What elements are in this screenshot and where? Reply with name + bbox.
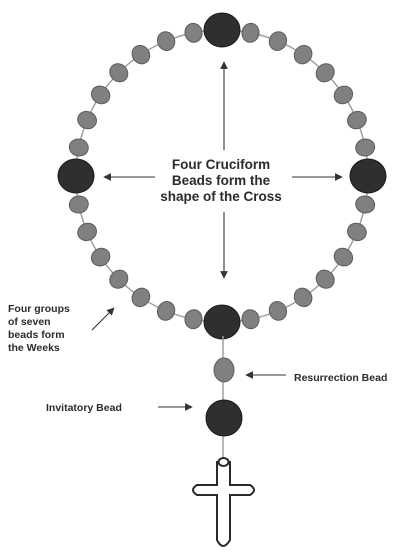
cruciform-caption-line1: Four Cruciform: [172, 157, 270, 172]
week-bead: [354, 137, 376, 157]
week-bead: [88, 245, 113, 270]
invitatory-label: Invitatory Bead: [46, 402, 122, 414]
week-bead: [291, 42, 316, 67]
resurrection-label: Resurrection Bead: [294, 372, 387, 384]
weeks-caption-line3: beads form: [8, 329, 65, 341]
week-bead: [155, 299, 178, 323]
week-bead: [75, 109, 99, 132]
weeks-caption-line4: the Weeks: [8, 342, 60, 354]
cruciform-caption-line3: shape of the Cross: [160, 189, 282, 204]
cruciform-bead: [350, 159, 386, 193]
invitatory-bead: [206, 400, 242, 436]
cruciform-bead: [204, 13, 240, 47]
arrow-weeks: [92, 308, 114, 330]
week-bead: [183, 308, 203, 330]
weeks-caption-line1: Four groups: [8, 303, 70, 315]
week-bead: [331, 245, 356, 270]
weeks-caption-line2: of seven: [8, 316, 51, 328]
week-bead: [345, 109, 369, 132]
cruciform-caption-line2: Beads form the: [172, 173, 271, 188]
cruciform-bead: [58, 159, 94, 193]
cruciform-bead: [204, 305, 240, 339]
week-bead: [266, 29, 289, 53]
resurrection-bead: [214, 358, 234, 382]
week-bead: [240, 22, 260, 44]
week-bead: [129, 42, 154, 67]
week-bead: [240, 308, 260, 330]
cross-icon: [193, 462, 254, 546]
week-bead: [331, 83, 356, 108]
week-bead: [266, 299, 289, 323]
week-bead: [68, 194, 90, 214]
week-bead: [155, 29, 178, 53]
week-bead: [75, 220, 99, 243]
week-bead: [183, 22, 203, 44]
week-bead: [354, 194, 376, 214]
week-bead: [291, 285, 316, 310]
cross-top-knob: [219, 458, 229, 466]
week-bead: [129, 285, 154, 310]
week-bead: [68, 137, 90, 157]
week-bead: [88, 83, 113, 108]
week-bead: [345, 220, 369, 243]
